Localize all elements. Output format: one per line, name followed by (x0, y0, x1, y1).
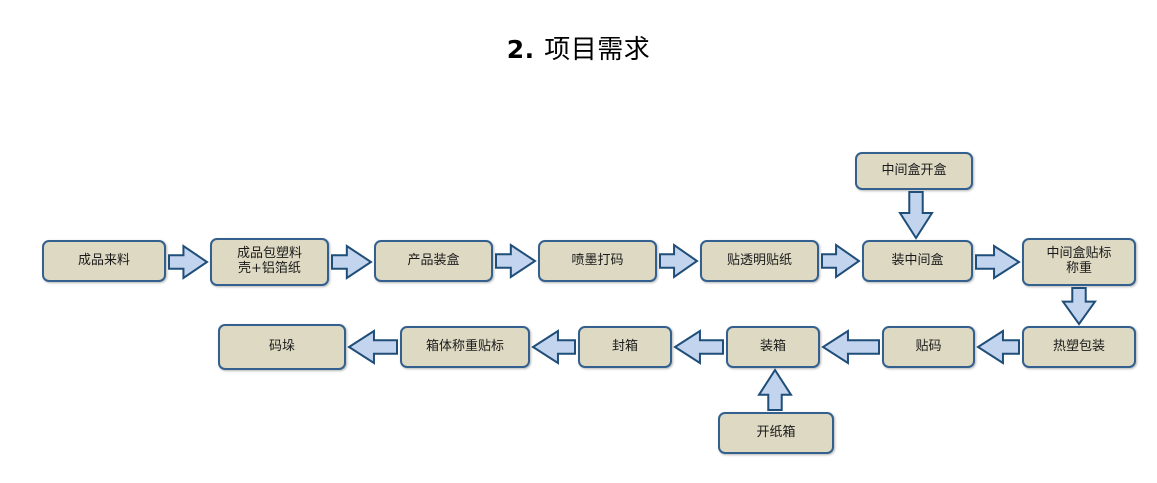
arrow-b1-to-m3 (756, 368, 793, 411)
process-node-label: 开纸箱 (756, 424, 796, 440)
process-node-label: 箱体称重贴标 (425, 338, 504, 354)
process-node-m4[interactable]: 封箱 (578, 326, 672, 368)
process-node-label: 贴码 (915, 338, 942, 354)
arrow-m5-to-m6 (347, 329, 398, 365)
arrow-n7-to-m1 (1061, 287, 1097, 326)
process-node-n3[interactable]: 产品装盒 (374, 240, 493, 282)
arrow-n6-to-n7 (975, 243, 1021, 280)
process-node-label: 装箱 (759, 338, 786, 354)
page-title: 2. 项目需求 (0, 29, 1157, 66)
process-node-label: 热塑包装 (1052, 338, 1105, 354)
process-node-n6[interactable]: 装中间盒 (862, 240, 973, 282)
arrow-m2-to-m3 (821, 329, 880, 365)
process-node-b1[interactable]: 开纸箱 (718, 412, 834, 454)
process-node-label: 贴透明贴纸 (726, 252, 792, 268)
process-node-label: 产品装盒 (407, 252, 460, 268)
process-node-label: 中间盒开盒 (881, 162, 947, 178)
process-node-label: 成品来料 (77, 252, 130, 268)
process-node-n5[interactable]: 贴透明贴纸 (700, 240, 819, 282)
process-node-m5[interactable]: 箱体称重贴标 (400, 326, 530, 368)
arrow-m1-to-m2 (976, 329, 1020, 365)
arrow-m3-to-m4 (673, 329, 724, 365)
process-node-n4[interactable]: 喷墨打码 (538, 240, 657, 282)
process-node-label: 成品包塑料 壳+铝箔纸 (236, 246, 302, 276)
arrow-t1-to-n6 (897, 191, 934, 240)
arrow-n4-to-n5 (659, 243, 699, 279)
process-node-label: 封箱 (611, 338, 638, 354)
process-node-m2[interactable]: 贴码 (882, 326, 975, 368)
process-node-m3[interactable]: 装箱 (726, 326, 820, 368)
process-node-label: 喷墨打码 (571, 252, 624, 268)
process-node-m6[interactable]: 码垛 (218, 324, 346, 370)
process-node-m1[interactable]: 热塑包装 (1022, 326, 1136, 368)
page-title-number: 2. (506, 35, 535, 65)
process-node-n1[interactable]: 成品来料 (42, 240, 166, 282)
arrow-n3-to-n4 (495, 243, 537, 279)
process-node-label: 码垛 (268, 338, 295, 354)
process-node-n2[interactable]: 成品包塑料 壳+铝箔纸 (210, 238, 329, 286)
arrow-n5-to-n6 (821, 243, 861, 279)
arrow-n1-to-n2 (168, 243, 209, 280)
arrow-m4-to-m5 (531, 329, 576, 365)
process-node-t1[interactable]: 中间盒开盒 (855, 152, 973, 190)
arrow-n2-to-n3 (331, 243, 373, 280)
page-title-text: 项目需求 (544, 35, 651, 66)
process-node-label: 中间盒贴标 称重 (1046, 246, 1112, 276)
process-node-n7[interactable]: 中间盒贴标 称重 (1022, 238, 1136, 286)
process-node-label: 装中间盒 (891, 252, 944, 268)
